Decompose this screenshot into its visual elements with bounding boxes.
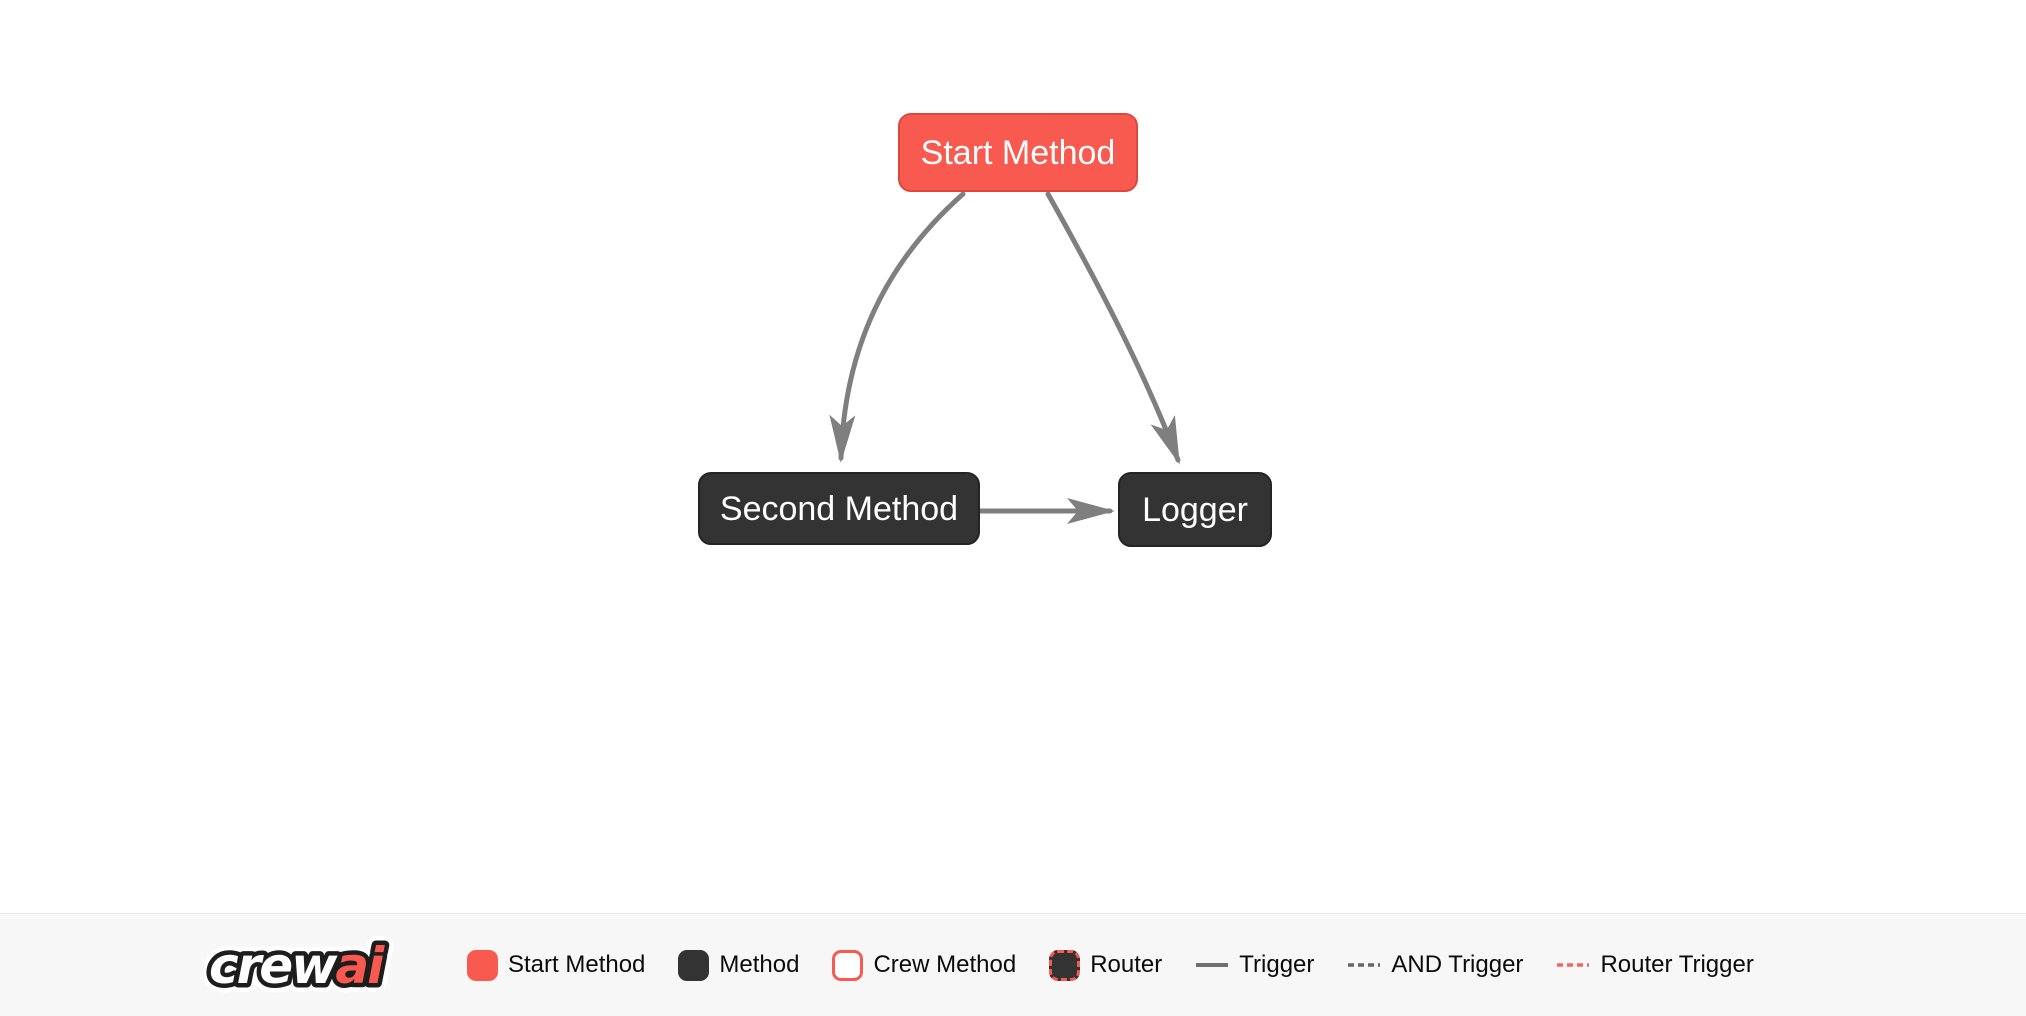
trigger-line-icon <box>1196 963 1229 967</box>
start-method-swatch <box>467 949 498 981</box>
legend-item-crew-method: Crew Method <box>832 949 1017 981</box>
legend-item-start-method: Start Method <box>467 949 646 981</box>
legend-item-trigger: Trigger <box>1195 951 1314 979</box>
legend-label: Trigger <box>1239 951 1315 978</box>
node-start-method[interactable]: Start Method <box>898 113 1138 192</box>
flow-canvas[interactable]: Start Method Second Method Logger <box>0 0 2026 913</box>
legend-label: Router <box>1090 951 1163 978</box>
and-trigger-line-icon <box>1348 963 1381 967</box>
router-swatch <box>1049 949 1081 981</box>
logo-ai-text: ai <box>335 937 385 995</box>
legend-label: Crew Method <box>873 951 1017 978</box>
legend-item-method: Method <box>678 949 800 981</box>
legend-item-router: Router <box>1049 949 1163 981</box>
legend-item-router-trigger: Router Trigger <box>1556 951 1754 979</box>
legend-items: Start Method Method Crew Method Router T… <box>467 949 1754 981</box>
method-swatch <box>678 949 710 981</box>
node-second-method[interactable]: Second Method <box>698 472 980 545</box>
edge-start-to-second <box>829 191 966 463</box>
legend-label: AND Trigger <box>1391 951 1524 978</box>
legend-item-and-trigger: AND Trigger <box>1347 951 1523 979</box>
edge-start-to-logger <box>1045 191 1181 465</box>
node-logger[interactable]: Logger <box>1118 472 1272 547</box>
legend-bar: crewai crewai Start Method Method Crew M… <box>0 913 2026 1016</box>
svg-text:crewai: crewai <box>209 937 385 995</box>
logo-crew-text: crew <box>209 937 338 995</box>
crew-method-swatch <box>832 949 864 981</box>
legend-label: Start Method <box>508 951 646 978</box>
router-trigger-line-icon <box>1557 963 1590 967</box>
crewai-logo: crewai crewai <box>205 928 396 1004</box>
legend-label: Router Trigger <box>1600 951 1754 978</box>
legend-label: Method <box>719 951 800 978</box>
flow-edges <box>829 191 1181 524</box>
svg-text:crewai: crewai <box>209 937 385 995</box>
